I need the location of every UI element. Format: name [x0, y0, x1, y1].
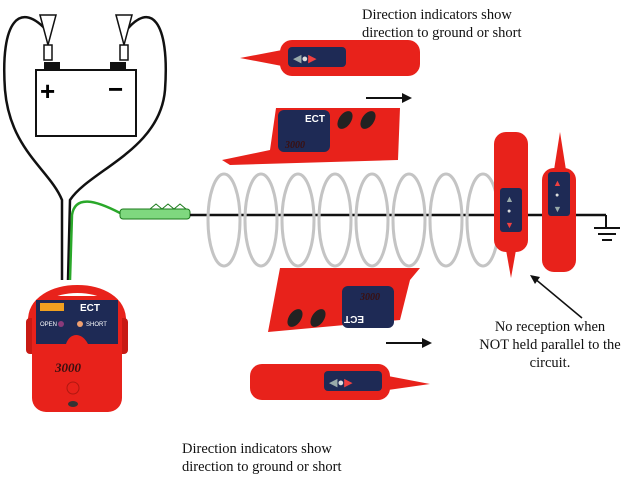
transmitter-speaker [66, 381, 80, 395]
battery-minus: − [108, 74, 123, 104]
alligator-clip-left [39, 14, 57, 61]
caption-top-line-1: Direction indicators show [362, 7, 512, 23]
direction-arrows-icon: ◀●▶ [293, 53, 317, 65]
coil-loop [391, 172, 427, 268]
caption-bottom-line-2: direction to ground or short [182, 459, 342, 475]
short-led [77, 321, 83, 327]
coil-loop [317, 172, 353, 268]
receiver-bottom-number: 3000 [359, 292, 380, 303]
green-lead [68, 200, 121, 281]
receiver-probe-top: ◀●▶ [240, 40, 420, 76]
receiver-top-model: ECT [305, 114, 325, 125]
caption-bottom-line-1: Direction indicators show [182, 441, 332, 457]
battery [35, 69, 137, 137]
battery-lead-left [3, 16, 64, 280]
coil-loop [280, 172, 316, 268]
transmitter: ECT OPEN SHORT 3000 [26, 285, 128, 412]
transmitter-number: 3000 [54, 360, 82, 375]
receiver-bottom-model: ECT [344, 313, 364, 324]
receiver-top-number: 3000 [284, 140, 305, 151]
caption-right-line-2: NOT held parallel to the [479, 337, 621, 353]
svg-text:▼: ▼ [505, 220, 514, 230]
caption-right: No reception when NOT held parallel to t… [462, 318, 630, 372]
receiver-probe-bottom: ◀●▶ [250, 364, 430, 400]
receiver-top: ECT 3000 [222, 108, 400, 165]
receiver-probe-vertical-left: ▲ ● ▼ [494, 132, 528, 278]
svg-text:▼: ▼ [553, 204, 562, 214]
open-led [58, 321, 64, 327]
coil-loop [243, 172, 279, 268]
svg-text:●: ● [507, 207, 511, 215]
caption-right-line-3: circuit. [529, 355, 571, 371]
direction-arrows-icon: ◀●▶ [329, 377, 353, 389]
battery-plus: + [40, 76, 55, 106]
green-alligator-clip [119, 203, 191, 220]
alligator-clip-right [115, 14, 133, 61]
coil-loop [206, 172, 242, 268]
transmitter-open-label: OPEN [40, 322, 57, 328]
receiver-probe-vertical-right: ▲ ● ▼ [542, 132, 576, 272]
signal-coils [206, 172, 501, 268]
svg-text:●: ● [555, 191, 559, 199]
svg-text:▲: ▲ [553, 178, 562, 188]
ground-icon [594, 215, 620, 241]
coil-loop [428, 172, 464, 268]
caption-bottom: Direction indicators show direction to g… [182, 440, 341, 476]
caption-top-line-2: direction to ground or short [362, 25, 522, 41]
caption-right-line-1: No reception when [494, 319, 606, 335]
transmitter-model: ECT [80, 303, 100, 314]
coil-loop [354, 172, 390, 268]
receiver-bottom: ECT 3000 [268, 268, 420, 332]
pointer-arrow [533, 277, 583, 319]
caption-top: Direction indicators show direction to g… [362, 6, 521, 42]
battery-lead-right [66, 16, 167, 281]
transmitter-short-label: SHORT [86, 322, 107, 328]
svg-text:▲: ▲ [505, 194, 514, 204]
